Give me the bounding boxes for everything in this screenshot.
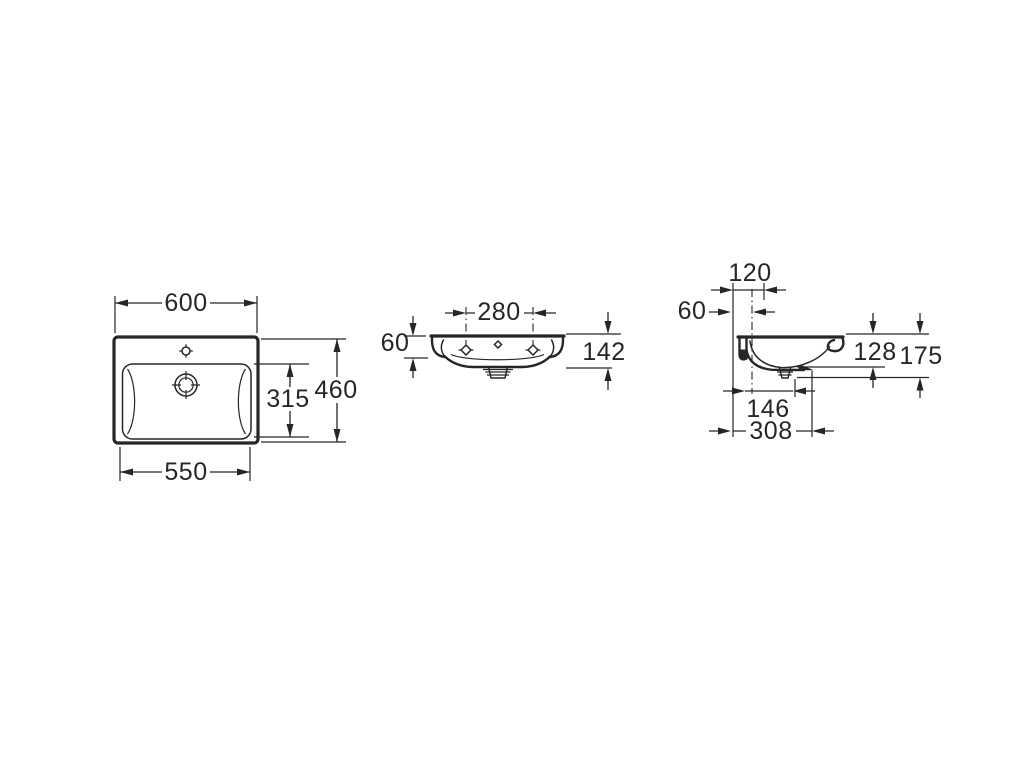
- extension-lines: [114, 296, 258, 333]
- arrowhead-left: [120, 468, 133, 476]
- dimension-175: 175: [899, 313, 942, 398]
- dim-label-bowl-width: 550: [164, 458, 207, 486]
- arrowhead-right: [753, 308, 766, 316]
- bowl-inner-curve: [749, 340, 831, 369]
- extension-lines: [566, 333, 621, 369]
- arrowhead-bottom: [286, 424, 294, 437]
- left-rim-hook-inner: [440, 339, 446, 357]
- dimension-128: 128: [853, 313, 896, 388]
- arrowhead-right: [244, 299, 257, 307]
- drain-ribs: [485, 371, 511, 376]
- arrowhead-bottom: [604, 368, 612, 381]
- extension-lines: [119, 447, 251, 481]
- bowl-right-slope: [237, 368, 247, 435]
- basin-inner-bowl: [121, 363, 252, 440]
- drain-body: [778, 367, 792, 379]
- arrowhead-right: [764, 286, 777, 294]
- drain-icon: [172, 371, 200, 399]
- dimension-60-front: 60: [381, 316, 428, 378]
- dim-label-rim-height: 60: [381, 329, 410, 357]
- taphole-left-icon: [458, 343, 474, 357]
- arrowhead-top: [604, 321, 612, 334]
- arrowhead-top: [286, 364, 294, 377]
- drain-trap: [483, 366, 513, 379]
- right-rim-hook-inner: [549, 339, 555, 357]
- dimension-308: 308: [709, 371, 834, 445]
- drain-ribs: [777, 371, 793, 376]
- dimension-280: 280: [445, 298, 556, 346]
- arrowhead-left: [732, 387, 745, 395]
- diamond: [459, 343, 473, 357]
- dimension-550: 550: [119, 447, 251, 486]
- taphole-circle: [181, 346, 191, 356]
- arrowhead-left: [718, 427, 731, 435]
- dim-label-overall-width: 600: [164, 289, 207, 317]
- arrowhead-bottom: [409, 358, 417, 371]
- arrowhead-bottom: [869, 367, 877, 380]
- drain-trap-side: [774, 367, 796, 379]
- dimension-600: 600: [114, 289, 258, 333]
- dim-label-basin-inner-height: 128: [853, 338, 896, 366]
- taphole-center-icon: [493, 339, 503, 350]
- arrowhead-bottom: [333, 429, 341, 442]
- taphole-right-icon: [525, 343, 541, 357]
- arrowhead-left: [718, 308, 731, 316]
- extension-lines: [404, 335, 428, 359]
- arrowhead-right: [237, 468, 250, 476]
- extension-lines: [254, 363, 309, 438]
- drain-ticks: [172, 371, 200, 399]
- wall-bracket: [738, 336, 748, 361]
- arrowhead-left: [720, 286, 733, 294]
- bowl-outer-bottom: [745, 348, 806, 372]
- dim-label-overall-height-side: 175: [899, 342, 942, 370]
- extension-lines: [261, 338, 346, 443]
- taphole-ticks: [179, 344, 193, 358]
- arrowhead-top: [916, 321, 924, 334]
- right-rim-hook: [548, 336, 565, 359]
- dimension-460: 460: [261, 338, 357, 443]
- dim-label-overall-height: 142: [582, 338, 625, 366]
- dimension-142: 142: [566, 312, 625, 390]
- body-inner-line: [450, 353, 545, 361]
- dimension-315: 315: [254, 363, 309, 438]
- diamond: [526, 343, 540, 357]
- top-view: 600 460 315 550: [112, 289, 357, 486]
- arrowhead-right: [812, 427, 825, 435]
- body-bottom-edge: [443, 355, 552, 369]
- dim-label-drain-offset: 146: [746, 395, 789, 423]
- dim-label-fixing-offset: 120: [728, 259, 771, 287]
- dim-label-bowl-depth: 315: [266, 385, 309, 413]
- dim-label-wall-offset: 60: [678, 297, 707, 325]
- arrowhead-top: [869, 321, 877, 334]
- arrowhead-left: [115, 299, 128, 307]
- front-view: 280 60 142: [381, 298, 625, 390]
- dim-label-taphole-spacing: 280: [477, 298, 520, 326]
- dimension-146: 146: [723, 379, 815, 423]
- side-view: 120 60 128 175: [678, 259, 943, 445]
- bracket-foot: [739, 349, 747, 360]
- dimension-60-side: 60: [678, 297, 775, 325]
- dim-label-overall-depth: 460: [314, 376, 357, 404]
- arrowhead-top: [409, 323, 417, 336]
- taphole-icon: [179, 344, 193, 358]
- diamond: [493, 339, 503, 350]
- bowl-left-slope: [126, 368, 136, 435]
- front-rim-hook: [826, 336, 845, 353]
- arrowhead-right: [793, 387, 806, 395]
- arrowhead-right: [533, 309, 546, 317]
- basin-outer-rim: [112, 335, 260, 445]
- left-rim-hook: [430, 336, 447, 359]
- arrowhead-bottom: [916, 377, 924, 391]
- dim-label-overall-projection: 308: [749, 417, 792, 445]
- dimension-120: 120: [711, 259, 786, 300]
- arrowhead-left: [453, 309, 466, 317]
- arrowhead-top: [333, 339, 341, 352]
